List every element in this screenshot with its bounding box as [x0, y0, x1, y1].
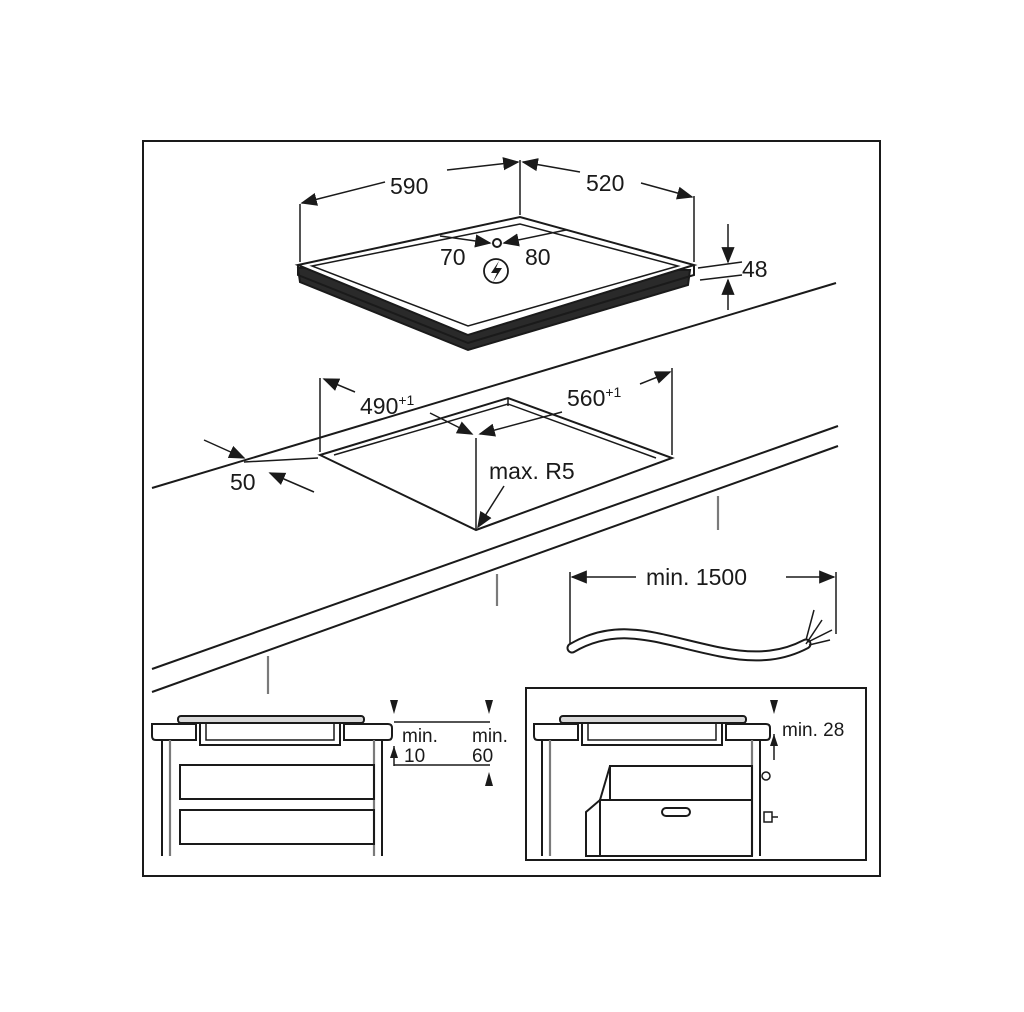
oven-unit — [609, 765, 753, 801]
cutout-depth-dimension: 490+1 — [319, 378, 474, 452]
left-depth-label-2: 60 — [472, 746, 493, 767]
connection-position-dimension: 70 80 — [439, 229, 567, 284]
power-cable — [566, 609, 833, 662]
cutout-front-dimension: 50 — [203, 439, 319, 495]
worktop-cutout — [317, 396, 675, 532]
conn-right-label: 80 — [525, 244, 551, 270]
cable-length-label: min. 1500 — [646, 564, 747, 590]
cable-length-dimension: min. 1500 — [569, 564, 837, 646]
cutout-width-label: 560+1 — [567, 384, 622, 411]
cutout-width-tol: +1 — [605, 384, 621, 400]
electric-connection-icon — [483, 258, 509, 284]
left-installation-detail: min. 10 min. 60 — [151, 700, 508, 856]
hob-height-label: 48 — [742, 256, 768, 282]
diagram-frame — [142, 140, 881, 877]
left-depth-label-1: min. — [472, 726, 508, 747]
right-gap-label: min. 28 — [782, 720, 844, 741]
corner-radius-label: max. R5 — [489, 458, 575, 484]
hob-depth-label: 520 — [586, 170, 624, 196]
left-gap-label-1: min. — [402, 726, 438, 747]
hob-height-dimension: 48 — [697, 224, 768, 310]
left-gap-label-2: 10 — [404, 746, 425, 767]
hob-depth-dimension: 520 — [521, 158, 694, 200]
oven-handle — [661, 807, 691, 817]
cutout-front-label: 50 — [230, 469, 256, 495]
cutout-depth-value: 490 — [360, 393, 398, 419]
cutout-depth-tol: +1 — [398, 392, 414, 408]
hob-width-label: 590 — [390, 173, 428, 199]
corner-radius-callout: max. R5 — [477, 458, 575, 529]
cutout-depth-label: 490+1 — [360, 392, 415, 419]
hob-width-dimension: 590 — [299, 157, 695, 262]
worktop — [151, 282, 839, 694]
cutout-width-dimension: 560+1 — [478, 368, 673, 455]
right-installation-detail: min. 28 — [525, 687, 867, 861]
conn-left-label: 70 — [440, 244, 466, 270]
cutout-width-value: 560 — [567, 385, 605, 411]
